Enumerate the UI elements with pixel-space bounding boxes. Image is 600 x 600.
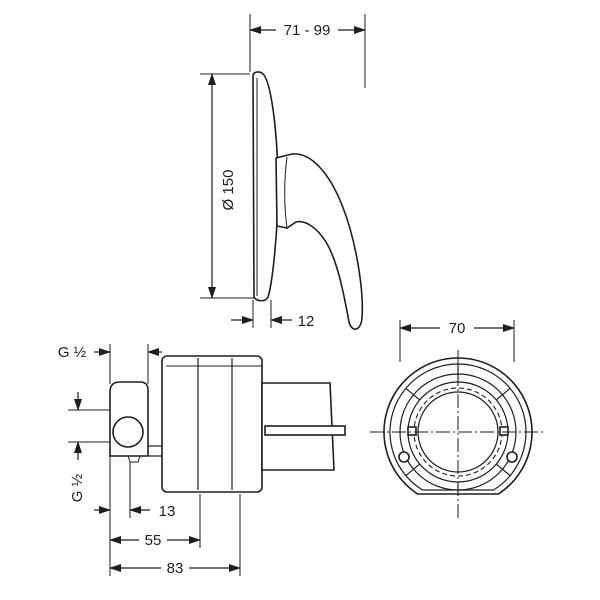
- spoke: [495, 387, 511, 401]
- clip-right: [506, 451, 518, 463]
- spoke: [405, 463, 421, 477]
- bracket-nub: [127, 455, 141, 463]
- clip-left: [398, 451, 410, 463]
- mount-depth-label: 71 - 99: [284, 22, 331, 39]
- mount-lug-right: [499, 426, 509, 436]
- front-plate-inner: [389, 363, 527, 491]
- inlet-pipe-section: [112, 416, 144, 448]
- thread-side-label: G ½: [69, 473, 86, 502]
- mixer-body: [161, 355, 263, 493]
- dimension-mount-depth: 71 - 99: [249, 14, 366, 88]
- front-width-label: 70: [449, 320, 466, 337]
- body-depth-label: 55: [145, 532, 162, 549]
- lever-handle: [275, 153, 364, 330]
- dimension-offset: 13: [94, 462, 175, 520]
- thread-top-label: G ½: [58, 344, 87, 361]
- dimension-body-depth: 55: [109, 532, 201, 549]
- side-view-body: G ½ G ½: [58, 344, 346, 577]
- side-view-handle: 71 - 99 Ø 150 12: [200, 14, 366, 330]
- spindle: [264, 425, 346, 436]
- dimension-front-width: 70: [399, 320, 515, 362]
- dimension-thread-top: G ½: [58, 344, 162, 384]
- mount-lug-left: [407, 426, 417, 436]
- spoke: [405, 387, 421, 401]
- spoke: [495, 463, 511, 477]
- dimension-thread-side: G ½: [68, 392, 112, 502]
- offset-label: 13: [159, 503, 176, 520]
- rosette-thickness-label: 12: [298, 313, 315, 330]
- total-depth-label: 83: [167, 560, 184, 577]
- dimension-rosette-thickness: 12: [231, 300, 314, 330]
- dimension-rosette-diameter: Ø 150: [200, 73, 256, 299]
- lever-neck-line: [284, 156, 288, 229]
- front-view: 70: [370, 320, 546, 520]
- dimension-total-depth: 83: [109, 560, 241, 577]
- rosette-diameter-label: Ø 150: [220, 170, 237, 211]
